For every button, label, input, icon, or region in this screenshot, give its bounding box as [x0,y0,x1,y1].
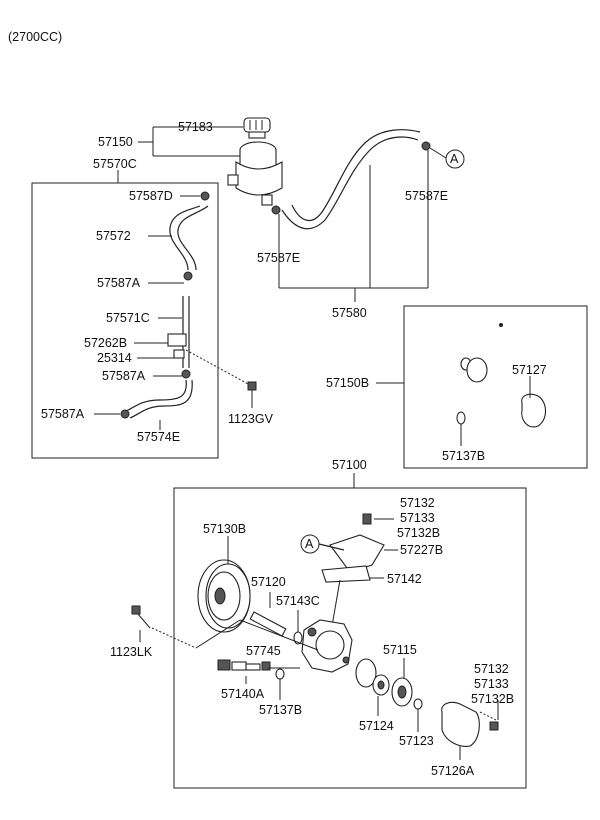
return-hose-box: 57587D 57572 57587A 57571C 57262B 25314 … [31,170,251,459]
label-57587A-2: 57587A [102,369,146,383]
label-57142: 57142 [387,572,422,586]
o-ring-57124-large-icon [355,658,377,688]
label-25314: 25314 [97,351,132,365]
clamp-57587A-2-icon [181,369,191,379]
label-57745: 57745 [246,644,281,658]
bolt-57132-2-icon [489,721,499,731]
label-57124: 57124 [359,719,394,733]
label-57100: 57100 [332,458,367,472]
label-57133-2: 57133 [474,677,509,691]
engine-variant-label: (2700CC) [8,30,62,44]
o-ring-57137B-icon [456,411,466,425]
label-57126A: 57126A [431,764,475,778]
shaft-57120-icon [249,611,287,637]
bracket-57227B-icon [321,534,385,627]
label-57572: 57572 [96,229,131,243]
fitting-57745-icon [245,661,271,671]
bolt-1123LK-icon [131,605,151,629]
label-57580: 57580 [332,306,367,320]
label-57132-2: 57132 [474,662,509,676]
label-57140A: 57140A [221,687,265,701]
bolt-1123GV-icon [247,381,257,408]
bolt-57132-icon [362,513,372,525]
bracket-57262B-icon [167,333,187,347]
marker-a-top: A [450,152,459,166]
hose-57572-icon [169,205,201,271]
label-57123: 57123 [399,734,434,748]
label-57570C: 57570C [93,157,137,171]
label-57132B-1: 57132B [397,526,440,540]
clamp-57587A-icon [183,271,193,281]
hose-57574E-icon [123,379,187,413]
label-57574E: 57574E [137,430,180,444]
gasket-kit-box: 57150B 57127 57137B [326,305,588,469]
label-57150B: 57150B [326,376,369,390]
label-57587A-3: 57587A [41,407,85,421]
pump-body-icon [301,619,353,673]
pulley-57130B-icon [197,559,251,633]
label-57137B-2: 57137B [259,703,302,717]
clip-25314-icon [173,349,185,359]
label-57587E-1: 57587E [257,251,300,265]
clamp-57587A-3-icon [120,409,130,419]
label-57130B: 57130B [203,522,246,536]
label-57587E-2: 57587E [405,189,448,203]
reservoir-tank-icon [227,141,283,206]
label-57137B-1: 57137B [442,449,485,463]
pump-assembly-box: A [110,487,527,789]
clamp-57587E-1-icon [271,205,281,215]
clamp-57587D-icon [200,191,210,201]
label-57571C: 57571C [106,311,150,325]
label-57120: 57120 [251,575,286,589]
label-57262B: 57262B [84,336,127,350]
hose-57580-icon [281,136,419,230]
clamp-57587E-2-icon [421,141,431,151]
label-57183: 57183 [178,120,213,134]
seal-57127-icon [521,393,547,428]
reservoir-group: 57183 57150 57570C [93,117,283,206]
label-57143C: 57143C [276,594,320,608]
label-1123LK: 1123LK [110,645,153,659]
reservoir-cap-icon [243,117,271,139]
label-1123GV: 1123GV [228,412,274,426]
label-57133-1: 57133 [400,511,435,525]
label-57150: 57150 [98,135,133,149]
label-57587D: 57587D [129,189,173,203]
valve-57140A-icon [217,659,247,671]
pin-57123-icon [413,698,423,710]
label-57115: 57115 [383,643,417,657]
suction-hose-group: A 57587E 57587E 57580 [257,129,465,320]
label-57132-1: 57132 [400,496,435,510]
marker-a-pump: A [305,537,314,551]
label-57127: 57127 [512,363,547,377]
o-ring-large-icon [466,357,488,383]
label-57132B-2: 57132B [471,692,514,706]
label-57227B: 57227B [400,543,443,557]
label-57587A-1: 57587A [97,276,141,290]
o-ring-57137B-2-icon [275,668,285,680]
cover-57126A-icon [441,701,480,747]
